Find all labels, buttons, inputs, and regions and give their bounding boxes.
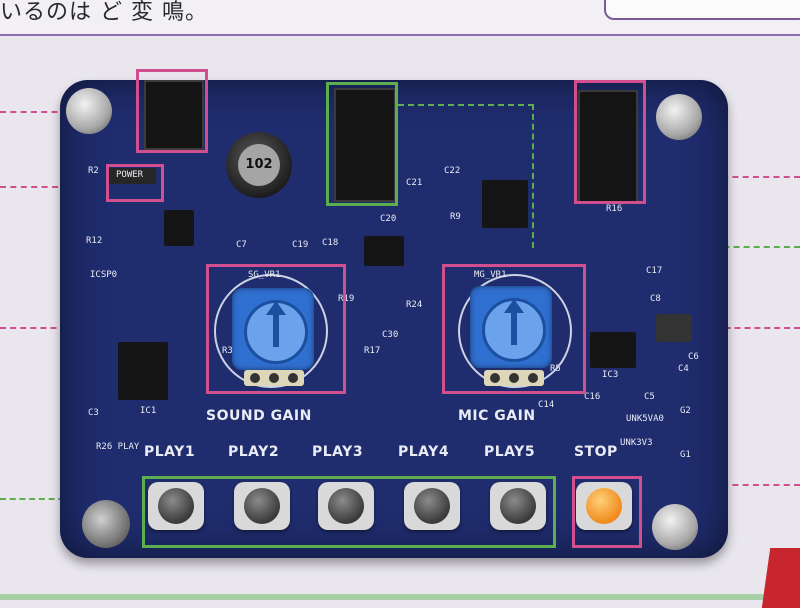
ic1-chip	[118, 342, 168, 400]
annotation-line-power	[0, 186, 110, 188]
annotation-line-mic-vertical	[532, 104, 534, 248]
top-left-connector	[144, 80, 204, 150]
mic-gain-pot-dial	[482, 298, 546, 362]
label-play5: PLAY5	[484, 444, 536, 460]
transistor-mid	[364, 236, 404, 266]
play2-button[interactable]	[234, 482, 290, 530]
red-corner-graphic	[761, 548, 800, 608]
mic-gain-pot[interactable]	[470, 286, 552, 368]
inductor: 102	[226, 132, 292, 198]
arrow-up-icon	[266, 301, 286, 347]
caption-box	[604, 0, 800, 20]
label-c16: C16	[584, 392, 601, 402]
small-chip-right	[656, 314, 692, 342]
highlight-play-buttons	[142, 476, 556, 548]
mount-hole-top-right	[656, 94, 702, 140]
label-r9: R9	[450, 212, 461, 222]
regulator-chip	[164, 210, 194, 246]
label-c21: C21	[406, 178, 423, 188]
label-icsp: ICSP0	[90, 270, 118, 280]
label-c4: C4	[678, 364, 689, 374]
inductor-label: 102	[238, 144, 280, 186]
mic-gain-pot-ring	[458, 274, 572, 388]
japanese-caption: いるのは ど 変 鳴。	[0, 0, 208, 25]
label-r26-play: R26 PLAY	[96, 442, 140, 452]
label-c19: C19	[292, 240, 309, 250]
label-mic-gain: MIC GAIN	[458, 408, 536, 424]
label-c5: C5	[644, 392, 655, 402]
sound-gain-pot-ring	[214, 274, 328, 388]
label-sound-gain: SOUND GAIN	[206, 408, 312, 424]
label-c8: C8	[650, 294, 661, 304]
label-play4: PLAY4	[398, 444, 450, 460]
mount-screw-bottom-left	[82, 500, 130, 548]
mount-hole-top-left	[66, 88, 112, 134]
label-ic3: IC3	[602, 370, 619, 380]
label-g2: G2	[680, 406, 691, 416]
arrow-up-icon	[504, 299, 524, 345]
mount-hole-bottom-right	[652, 504, 698, 550]
label-c7: C7	[236, 240, 247, 250]
sound-gain-pot-dial	[244, 300, 308, 364]
bottom-green-strip	[0, 594, 800, 600]
label-sg-vr1: SG_VR1	[248, 270, 281, 280]
stop-button[interactable]	[576, 482, 632, 530]
label-r16: R16	[606, 204, 623, 214]
play5-button[interactable]	[490, 482, 546, 530]
label-power: POWER	[116, 170, 144, 180]
label-c20: C20	[380, 214, 397, 224]
purple-divider	[0, 34, 800, 36]
label-play3: PLAY3	[312, 444, 364, 460]
label-r24: R24	[406, 300, 423, 310]
sound-gain-pot-pins	[244, 370, 304, 386]
label-r2: R2	[88, 166, 99, 176]
highlight-stop-button	[572, 476, 642, 548]
label-c22: C22	[444, 166, 461, 176]
label-unk5va0: UNK5VA0	[626, 414, 664, 424]
highlight-mic-gain	[442, 264, 586, 394]
label-play1: PLAY1	[144, 444, 196, 460]
label-stop: STOP	[574, 444, 618, 460]
label-g1: G1	[680, 450, 691, 460]
label-r17: R17	[364, 346, 381, 356]
sound-gain-pot[interactable]	[232, 288, 314, 370]
label-c18: C18	[322, 238, 339, 248]
label-play2: PLAY2	[228, 444, 280, 460]
ic3-chip	[590, 332, 636, 368]
highlight-top-connector	[136, 69, 208, 153]
power-led	[108, 168, 156, 184]
label-mg-vr1: MG_VR1	[474, 270, 507, 280]
highlight-right-connector	[574, 80, 646, 204]
ic-top-mid	[482, 180, 528, 228]
play4-button[interactable]	[404, 482, 460, 530]
highlight-sound-gain	[206, 264, 346, 394]
label-c14: C14	[538, 400, 555, 410]
label-unk3v3: UNK3V3	[620, 438, 653, 448]
play3-button[interactable]	[318, 482, 374, 530]
label-r19: R19	[338, 294, 355, 304]
play1-button[interactable]	[148, 482, 204, 530]
label-c17: C17	[646, 266, 663, 276]
highlight-mic-connector	[326, 82, 398, 206]
label-r12: R12	[86, 236, 103, 246]
label-c30: C30	[382, 330, 399, 340]
label-ic1: IC1	[140, 406, 157, 416]
label-c6: C6	[688, 352, 699, 362]
mic-gain-pot-pins	[484, 370, 544, 386]
highlight-power	[106, 164, 164, 202]
annotation-line-mic-top	[398, 104, 534, 106]
label-c3: C3	[88, 408, 99, 418]
page-top-strip: いるのは ど 変 鳴。	[0, 0, 800, 36]
